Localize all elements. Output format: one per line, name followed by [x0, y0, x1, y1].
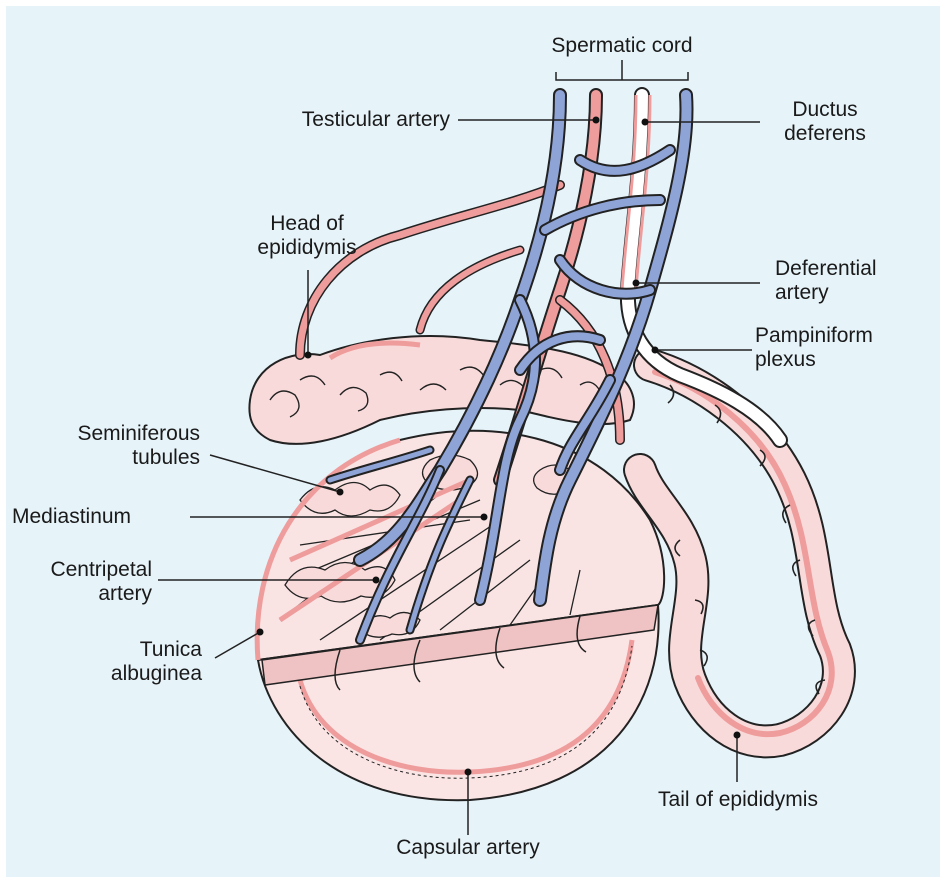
label-head-of-epididymis-line2: epididymis — [232, 236, 382, 260]
label-centripetal-artery: Centripetal artery — [10, 558, 152, 606]
label-ductus-deferens: Ductus deferens — [760, 98, 890, 146]
label-seminiferous-tubules-line2: tubules — [20, 446, 200, 470]
label-centripetal-artery-line2: artery — [10, 582, 152, 606]
label-ductus-deferens-line2: deferens — [760, 122, 890, 146]
label-seminiferous-tubules: Seminiferous tubules — [20, 422, 200, 470]
label-deferential-artery: Deferential artery — [775, 257, 935, 305]
label-head-of-epididymis-line1: Head of — [232, 212, 382, 236]
label-mediastinum: Mediastinum — [12, 505, 192, 529]
label-ductus-deferens-line1: Ductus — [760, 98, 890, 122]
label-tunica-albuginea: Tunica albuginea — [60, 638, 202, 686]
label-testicular-artery: Testicular artery — [230, 108, 450, 132]
label-spermatic-cord: Spermatic cord — [520, 34, 724, 58]
label-deferential-artery-line2: artery — [775, 281, 935, 305]
label-head-of-epididymis: Head of epididymis — [232, 212, 382, 260]
label-tail-of-epididymis: Tail of epididymis — [620, 788, 856, 812]
label-deferential-artery-line1: Deferential — [775, 257, 935, 281]
label-pampiniform-plexus-line1: Pampiniform — [755, 324, 935, 348]
label-tunica-albuginea-line2: albuginea — [60, 662, 202, 686]
label-pampiniform-plexus: Pampiniform plexus — [755, 324, 935, 372]
label-centripetal-artery-line1: Centripetal — [10, 558, 152, 582]
label-pampiniform-plexus-line2: plexus — [755, 348, 935, 372]
label-seminiferous-tubules-line1: Seminiferous — [20, 422, 200, 446]
label-capsular-artery: Capsular artery — [360, 836, 576, 860]
label-tunica-albuginea-line1: Tunica — [60, 638, 202, 662]
